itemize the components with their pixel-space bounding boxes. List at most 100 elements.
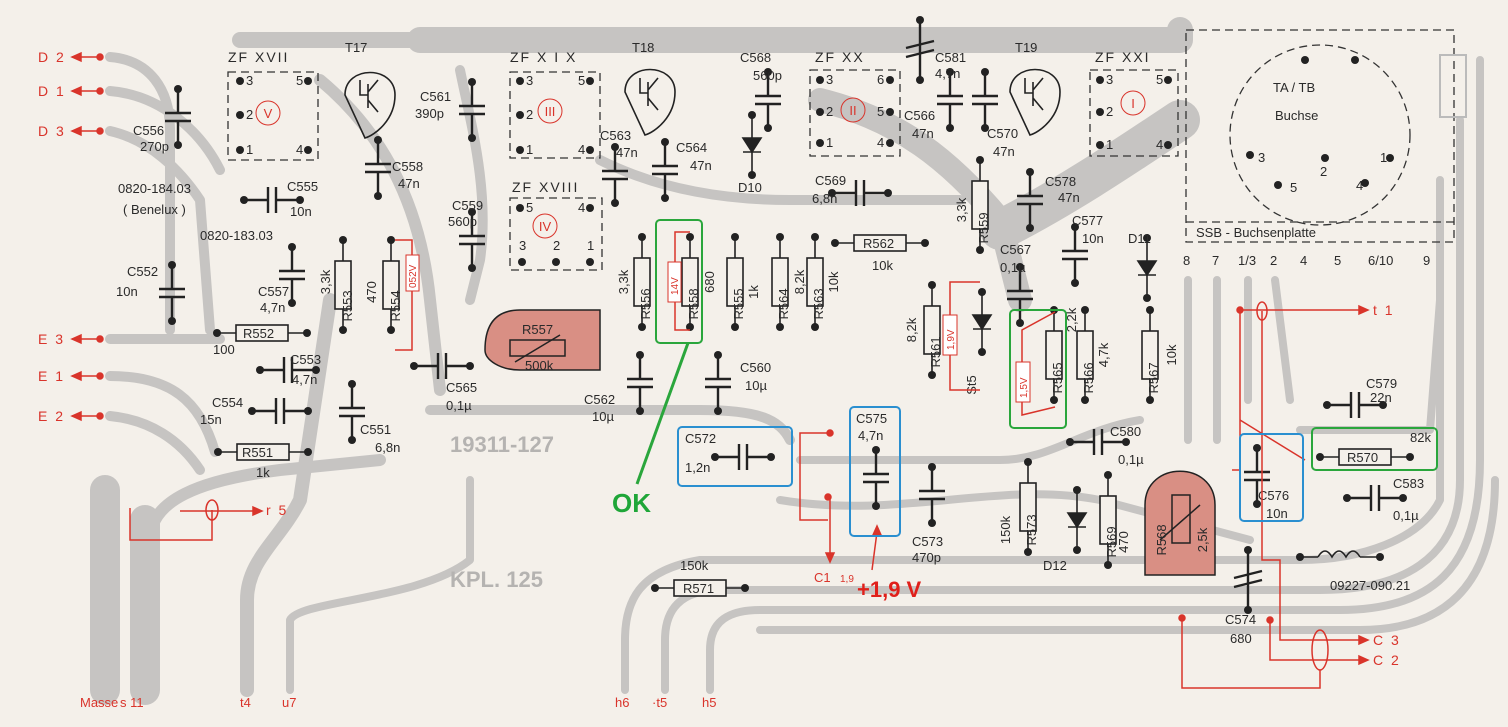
- d11-symbol: [1136, 234, 1158, 302]
- st5-label: St5: [964, 375, 979, 395]
- c574-label: C574: [1225, 612, 1256, 627]
- r559-value: 3,3k: [954, 197, 969, 222]
- r563-symbol: [806, 233, 824, 331]
- r554-symbol: [382, 236, 400, 334]
- c577-label: C577: [1072, 213, 1103, 228]
- pin-label: 2: [526, 107, 533, 122]
- t18-label: T18: [632, 40, 654, 55]
- zf17-outline: [227, 71, 319, 161]
- c576-label: C576: [1258, 488, 1289, 503]
- c551-label: C551: [360, 422, 391, 437]
- zf-modules: ZF XVII V ZF X I X III ZF XVIII IV ZF XX…: [227, 49, 1179, 271]
- c559-symbol: [459, 208, 485, 272]
- pin-label: 4: [578, 142, 585, 157]
- t17-label: T17: [345, 40, 367, 55]
- r559-symbol: [971, 156, 989, 254]
- r567-value: 10k: [1164, 344, 1179, 365]
- c553-label: C553: [290, 352, 321, 367]
- r556-value: 3,3k: [616, 269, 631, 294]
- c576-value: 10n: [1266, 506, 1288, 521]
- r569-label: R569: [1104, 526, 1119, 557]
- connector-d1: D 1: [38, 83, 66, 99]
- socket-row-pin: 7: [1212, 253, 1219, 268]
- label-s11: s 11: [120, 695, 144, 710]
- c564-value: 47n: [690, 158, 712, 173]
- label-h6: h6: [615, 695, 629, 710]
- c569-label: C569: [815, 173, 846, 188]
- c579-symbol: [1323, 392, 1387, 418]
- c578-symbol: [1017, 168, 1043, 232]
- c581-value: 4,7n: [935, 66, 960, 81]
- r553-label: R553: [340, 290, 355, 321]
- c563-value: 47n: [616, 145, 638, 160]
- r5-wiring: [129, 499, 264, 541]
- socket-row-pin: 2: [1270, 253, 1277, 268]
- c560-value: 10µ: [745, 378, 767, 393]
- zf20-roman: II: [849, 103, 856, 118]
- c553-value: 4,7n: [292, 372, 317, 387]
- c559-value: 560p: [448, 214, 477, 229]
- c565-value: 0,1µ: [446, 398, 472, 413]
- part-0820-183: 0820-183.03: [200, 228, 273, 243]
- r565-label: R565: [1050, 362, 1065, 393]
- c573-label: C573: [912, 534, 943, 549]
- label-u7: u7: [282, 695, 296, 710]
- r558-symbol: [681, 233, 699, 331]
- zf20-title: ZF XX: [815, 49, 865, 65]
- zf17-title: ZF XVII: [228, 49, 289, 65]
- c556-symbol: [165, 85, 191, 149]
- c569-symbol: [828, 180, 892, 206]
- c583-value: 0,1µ: [1393, 508, 1419, 523]
- r566-value: 4,7k: [1096, 342, 1111, 367]
- zf19-roman: III: [545, 104, 556, 119]
- highlight-c576: [1239, 433, 1304, 522]
- pin-label: 6: [877, 72, 884, 87]
- zf20-marker: [840, 97, 866, 123]
- r573-symbol: [1019, 458, 1037, 556]
- r562-label: R562: [863, 236, 894, 251]
- c576-symbol: [1244, 444, 1270, 508]
- r571-value: 150k: [680, 558, 709, 573]
- label-h5: h5: [702, 695, 716, 710]
- c551-value: 6,8n: [375, 440, 400, 455]
- c574-symbol: [1233, 546, 1263, 614]
- c570-symbol: [972, 68, 998, 132]
- r557-value: 500k: [525, 358, 554, 373]
- c572-symbol: [711, 444, 775, 470]
- c560-symbol: [705, 351, 731, 415]
- socket-row-pin: 9: [1423, 253, 1430, 268]
- r573-label: R573: [1024, 514, 1039, 545]
- label-masse: Masse: [80, 695, 118, 710]
- r573-value: 150k: [998, 515, 1013, 544]
- pin-label: 5: [526, 200, 533, 215]
- c578-value: 47n: [1058, 190, 1080, 205]
- zf21-outline: [1089, 69, 1179, 157]
- r564-label: R564: [776, 288, 791, 319]
- zf20-outline: [809, 69, 901, 157]
- socket-title: TA / TB: [1273, 80, 1315, 95]
- zf18-outline: [509, 197, 603, 271]
- c557-label: C557: [258, 284, 289, 299]
- c554-symbol: [248, 398, 312, 424]
- socket-pin: 5: [1290, 180, 1297, 195]
- highlight-r565: [1009, 309, 1067, 429]
- pin-label: 1: [587, 238, 594, 253]
- r561-label: R561: [928, 336, 943, 367]
- c558-symbol: [365, 136, 391, 200]
- c555-value: 10n: [290, 204, 312, 219]
- socket-pin: 1: [1380, 150, 1387, 165]
- r564-symbol: [771, 233, 789, 331]
- board-number: 19311-127: [450, 432, 554, 457]
- c562-label: C562: [584, 392, 615, 407]
- c572-value: 1,2n: [685, 460, 710, 475]
- trimmer-r557[interactable]: [484, 309, 601, 371]
- voltage-annotation-small: 1,9: [840, 574, 854, 585]
- c563-label: C563: [600, 128, 631, 143]
- pin-label: 1: [1106, 137, 1113, 152]
- trimmer-r568[interactable]: [1144, 470, 1216, 576]
- r556-label: R556: [638, 288, 653, 319]
- connector-c1: C1: [814, 570, 831, 585]
- ok-annotation: OK: [612, 488, 651, 518]
- r552-value: 100: [213, 342, 235, 357]
